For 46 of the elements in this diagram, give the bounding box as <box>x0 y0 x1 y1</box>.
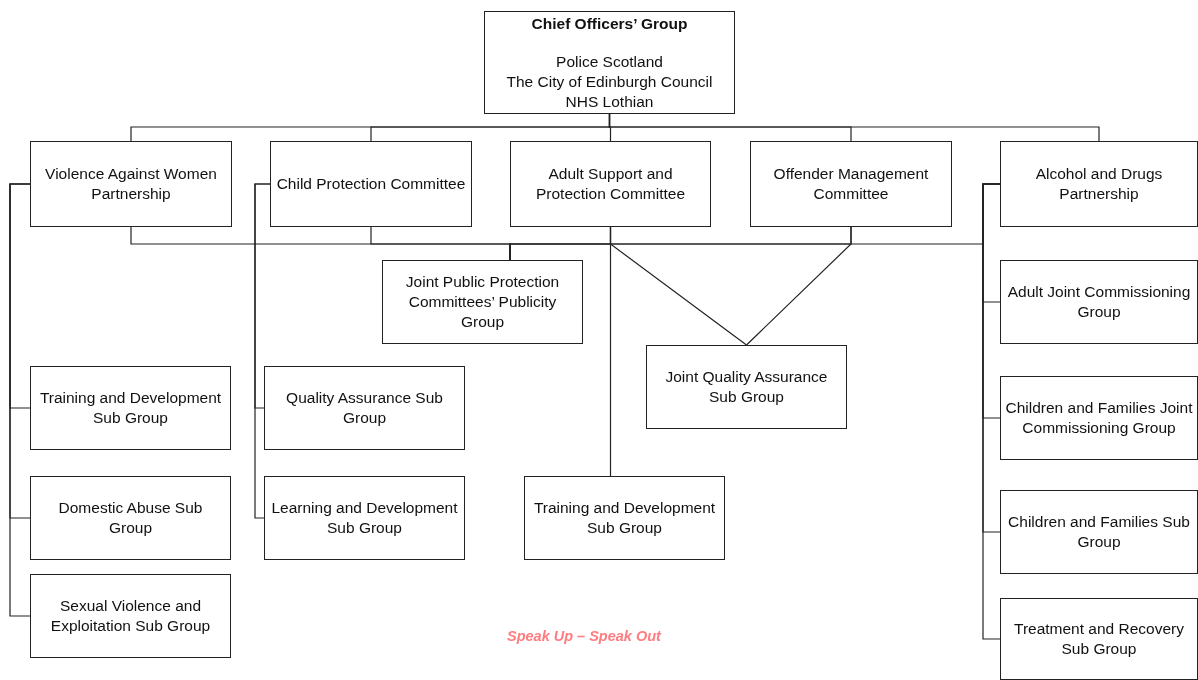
group-box <box>1000 141 1198 227</box>
group-box <box>510 141 711 227</box>
group-name: Training and Development Sub Group <box>38 388 223 428</box>
connector-line <box>254 183 271 519</box>
group-name: Children and Families Sub Group <box>1007 512 1191 552</box>
group-name: Quality Assurance Sub Group <box>285 388 444 428</box>
group-name: NHS Lothian <box>565 91 654 112</box>
group-box <box>1000 376 1198 460</box>
group-name: Treatment and Recovery Sub Group <box>1013 619 1185 659</box>
group-box <box>1000 260 1198 344</box>
group-name: Adult Support and Protection Committee <box>535 164 686 204</box>
slogan-text: Speak Up – Speak Out <box>507 628 661 644</box>
group-name: Sexual Violence and Exploitation Sub Group <box>49 596 212 636</box>
group-box <box>264 476 465 560</box>
group-box <box>30 476 231 560</box>
group-name: Learning and Development Sub Group <box>270 498 459 538</box>
group-title: Chief Officers’ Group <box>531 13 688 34</box>
group-name: Adult Joint Commissioning Group <box>1006 282 1192 322</box>
group-name: The City of Edinburgh Council <box>506 71 713 92</box>
connector-line <box>745 226 852 346</box>
group-box <box>30 574 231 658</box>
group-box <box>30 141 232 227</box>
group-box <box>30 366 231 450</box>
group-name: Children and Families Joint Commissioning Group <box>1005 398 1193 438</box>
group-name: Domestic Abuse Sub Group <box>57 498 204 538</box>
group-name: Training and Development Sub Group <box>532 498 717 538</box>
connector-line <box>609 226 612 477</box>
group-box <box>1000 490 1198 574</box>
group-box <box>524 476 725 560</box>
group-box <box>646 345 847 429</box>
group-box <box>1000 598 1198 680</box>
connector-line <box>982 183 1001 640</box>
group-name: Violence Against Women Partnership <box>44 164 218 204</box>
connector-line <box>9 183 31 617</box>
group-box <box>264 366 465 450</box>
group-name: Joint Quality Assurance Sub Group <box>664 367 829 407</box>
group-name: Police Scotland <box>556 51 663 72</box>
top-group-box <box>484 11 735 114</box>
connector-line <box>608 113 1100 142</box>
group-name: Child Protection Committee <box>276 174 466 194</box>
group-name: Joint Public Protection Committees’ Publicity Group <box>404 272 561 332</box>
group-box <box>270 141 472 227</box>
group-box <box>750 141 952 227</box>
group-name: Alcohol and Drugs Partnership <box>1034 164 1164 204</box>
group-name: Offender Management Committee <box>772 164 930 204</box>
group-box <box>382 260 583 344</box>
